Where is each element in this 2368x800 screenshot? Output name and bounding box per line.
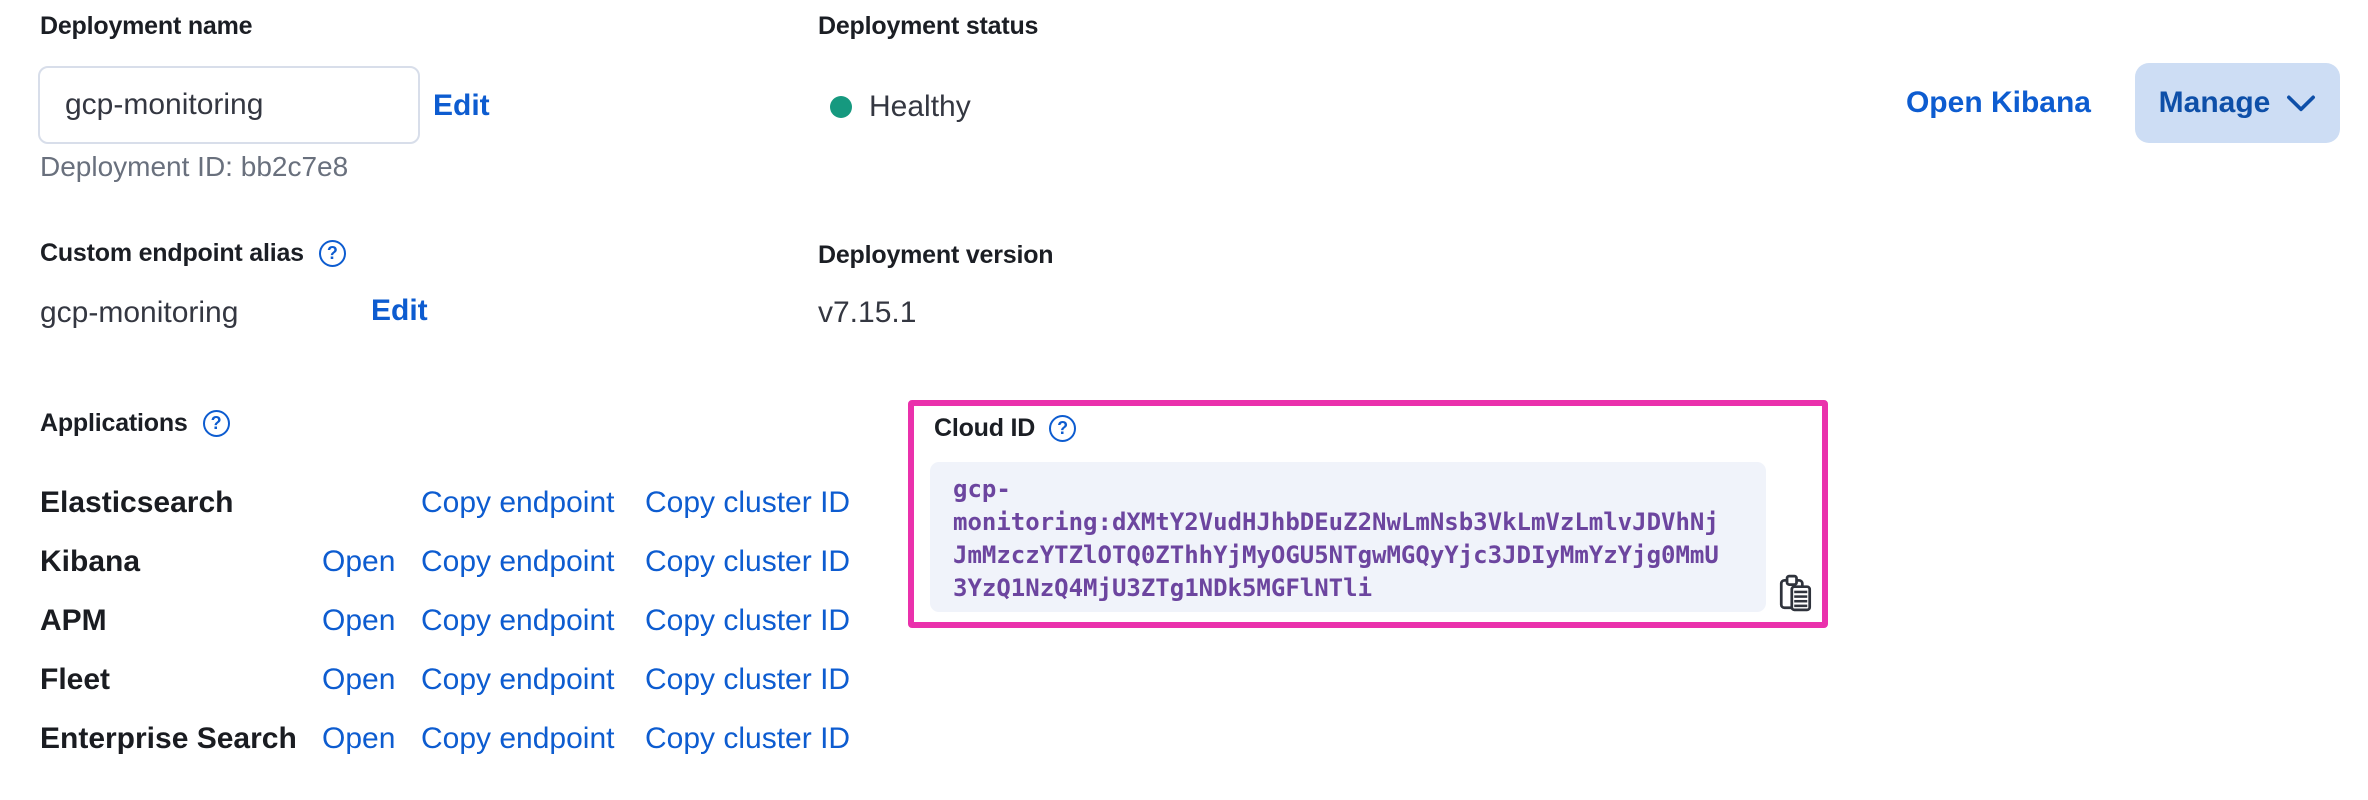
open-link[interactable]: Open (322, 545, 396, 578)
header-actions: Open Kibana Manage (1906, 62, 2340, 144)
deployment-name-input[interactable]: gcp-monitoring (38, 66, 420, 144)
cloud-id-line: monitoring:dXMtY2VudHJhbDEuZ2NwLmNsb3VkL… (953, 508, 1719, 536)
copy-endpoint-link[interactable]: Copy endpoint (421, 722, 615, 755)
open-link[interactable]: Open (322, 663, 396, 696)
cloud-id-header: Cloud ID ? (934, 414, 1077, 443)
custom-endpoint-alias-header: Custom endpoint alias ? (40, 239, 346, 268)
copy-clipboard-icon (1779, 574, 1812, 612)
manage-button[interactable]: Manage (2135, 63, 2340, 143)
custom-endpoint-alias-value: gcp-monitoring (40, 296, 239, 329)
applications-table: Elasticsearch Copy endpoint Copy cluster… (40, 483, 885, 759)
deployment-status: Healthy (830, 90, 971, 124)
cloud-id-code-block: gcp- monitoring:dXMtY2VudHJhbDEuZ2NwLmNs… (930, 462, 1766, 612)
copy-cluster-id-link[interactable]: Copy cluster ID (645, 663, 851, 696)
copy-cluster-id-link[interactable]: Copy cluster ID (645, 604, 851, 637)
help-icon[interactable]: ? (1049, 415, 1077, 442)
copy-cluster-id-link[interactable]: Copy cluster ID (645, 722, 851, 755)
applications-header: Applications ? (40, 409, 230, 438)
deployment-id-text: Deployment ID: bb2c7e8 (40, 151, 349, 182)
cloud-id-label: Cloud ID (934, 414, 1036, 442)
app-name-elasticsearch: Elasticsearch (40, 486, 234, 519)
custom-endpoint-alias-edit-link[interactable]: Edit (371, 294, 428, 327)
custom-endpoint-alias-label: Custom endpoint alias (40, 239, 304, 267)
copy-endpoint-link[interactable]: Copy endpoint (421, 604, 615, 637)
healthy-status-dot-icon (830, 96, 852, 118)
deployment-status-value: Healthy (869, 90, 971, 123)
copy-cluster-id-link[interactable]: Copy cluster ID (645, 486, 851, 519)
cloud-id-line: gcp- (953, 475, 1011, 503)
copy-endpoint-link[interactable]: Copy endpoint (421, 663, 615, 696)
deployment-name-value: gcp-monitoring (65, 88, 264, 121)
cloud-id-line: JmMzczYTZlOTQ0ZThhYjMyOGU5NTgwMGQyYjc3JD… (953, 541, 1719, 569)
open-link[interactable]: Open (322, 722, 396, 755)
chevron-down-icon (2287, 95, 2316, 111)
help-icon[interactable]: ? (202, 410, 230, 437)
deployment-status-label: Deployment status (818, 12, 1039, 40)
app-name-fleet: Fleet (40, 663, 111, 696)
deployment-name-label: Deployment name (40, 12, 253, 40)
cloud-id-line: 3YzQ1NzQ4MjU3ZTg1NDk5MGFlNTli (953, 574, 1373, 602)
open-kibana-link[interactable]: Open Kibana (1905, 86, 2091, 119)
app-name-apm: APM (40, 604, 107, 637)
deployment-version-label: Deployment version (818, 241, 1054, 269)
copy-cloud-id-button[interactable] (1777, 573, 1815, 613)
app-name-enterprise-search: Enterprise Search (40, 722, 297, 755)
cloud-id-panel: Cloud ID ? gcp- monitoring:dXMtY2VudHJhb… (908, 400, 1828, 628)
help-icon[interactable]: ? (318, 240, 346, 267)
applications-label: Applications (40, 409, 188, 437)
copy-endpoint-link[interactable]: Copy endpoint (421, 486, 615, 519)
manage-button-label: Manage (2158, 86, 2271, 119)
copy-endpoint-link[interactable]: Copy endpoint (421, 545, 615, 578)
deployment-name-edit-link[interactable]: Edit (433, 89, 490, 122)
open-link[interactable]: Open (322, 604, 396, 637)
app-name-kibana: Kibana (40, 545, 141, 578)
copy-cluster-id-link[interactable]: Copy cluster ID (645, 545, 851, 578)
deployment-version-value: v7.15.1 (818, 296, 917, 329)
